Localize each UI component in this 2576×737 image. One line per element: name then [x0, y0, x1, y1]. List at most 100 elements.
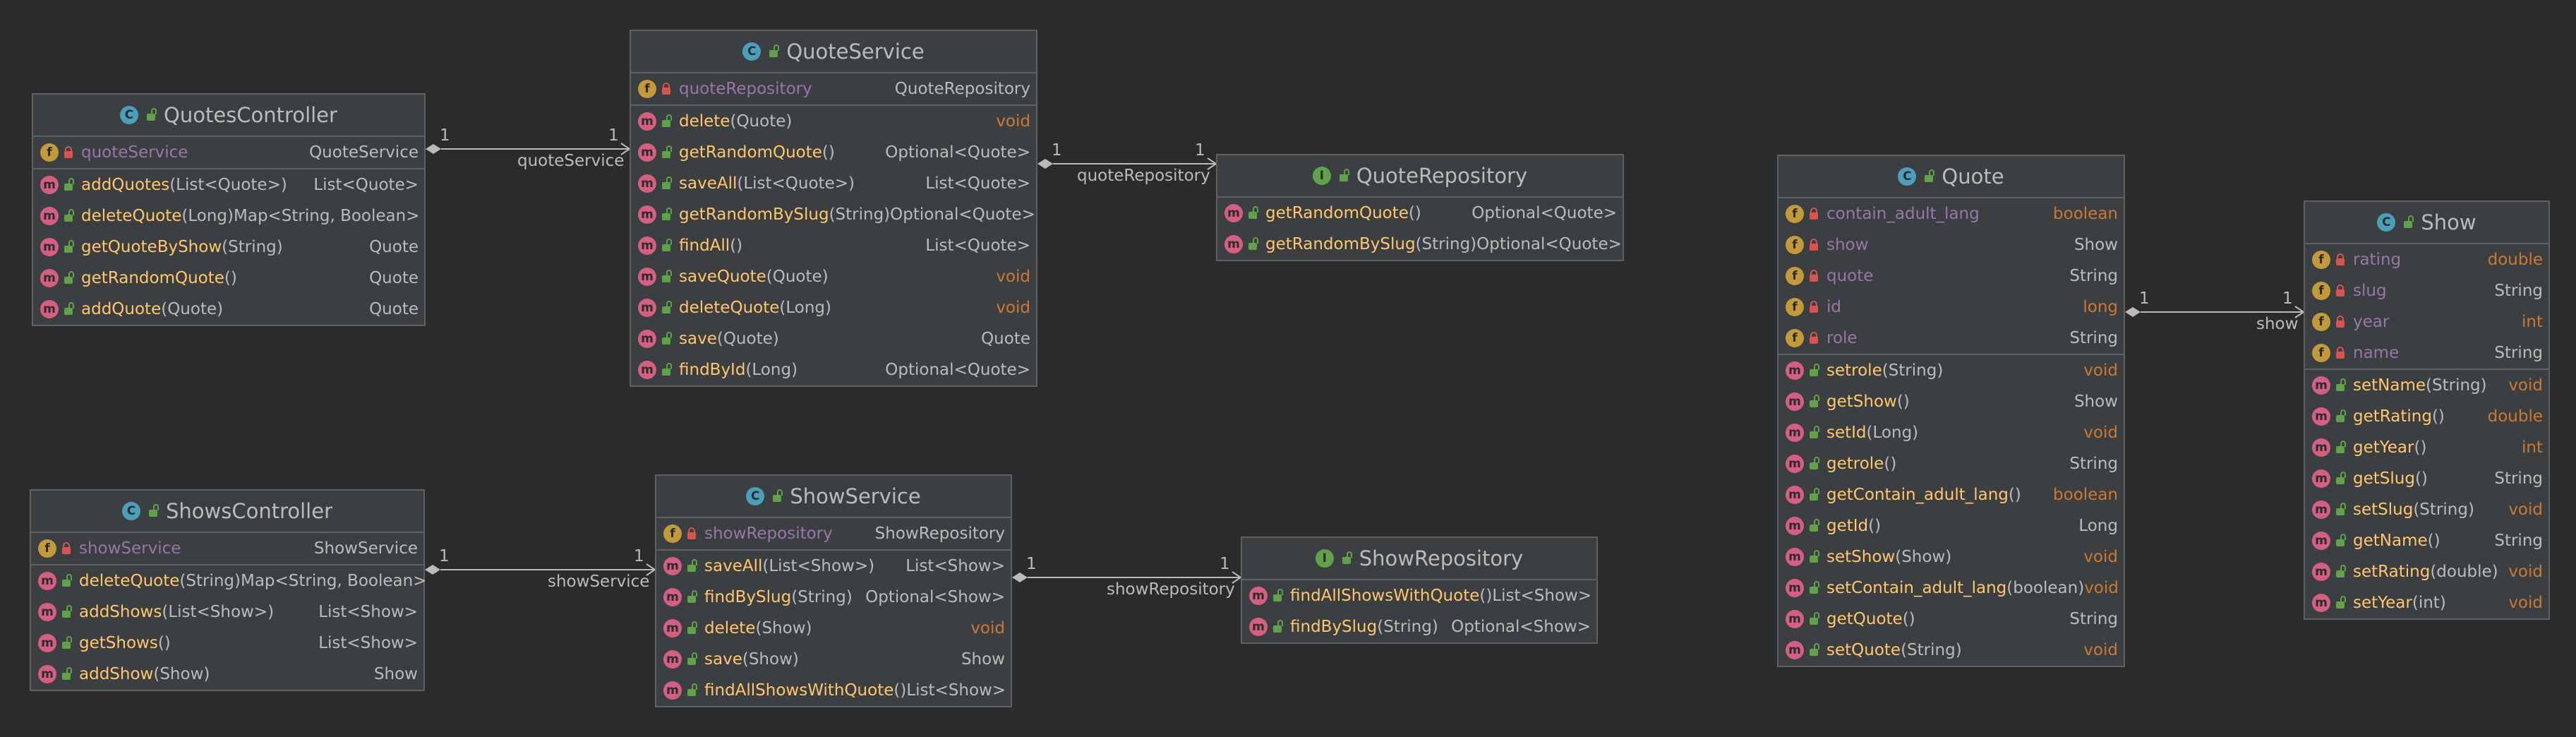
member-type: String	[2069, 455, 2118, 473]
method-name: findById	[679, 361, 746, 379]
field-f-icon: f	[638, 80, 656, 98]
field-name: show	[1826, 236, 1869, 254]
method-name: findAllShowsWithQuote	[1290, 587, 1480, 605]
method-m-icon: m	[1786, 424, 1804, 442]
composition-diamond-icon	[425, 565, 440, 575]
unlock-icon	[661, 270, 672, 284]
method-name: addQuotes	[81, 176, 170, 194]
member-type: Show	[373, 665, 418, 683]
member-type: Optional<Quote>	[1471, 204, 1617, 222]
multiplicity-source: 1	[1052, 141, 1062, 160]
method-m-icon: m	[638, 236, 656, 255]
lock-icon	[686, 527, 697, 541]
method-m-icon: m	[1249, 618, 1268, 636]
unlock-icon	[686, 683, 697, 697]
role-label: quoteService	[517, 152, 625, 170]
unlock-icon	[1272, 620, 1283, 634]
field-name: id	[1826, 298, 1841, 316]
member-type: ShowService	[313, 539, 418, 558]
method-params: ()	[2414, 469, 2428, 488]
unlock-icon	[2335, 503, 2346, 517]
method-name: getrole	[1826, 455, 1884, 473]
class-name: Show	[2421, 210, 2476, 234]
interface-i-icon: I	[1312, 167, 1331, 185]
method-m-icon: m	[638, 143, 656, 162]
unlock-icon	[661, 239, 672, 253]
member-type: QuoteService	[309, 143, 419, 162]
method-m-icon: m	[2312, 501, 2330, 519]
member-type: List<Show>	[318, 603, 418, 621]
method-name: getName	[2353, 532, 2428, 550]
member-type: boolean	[2053, 205, 2118, 223]
